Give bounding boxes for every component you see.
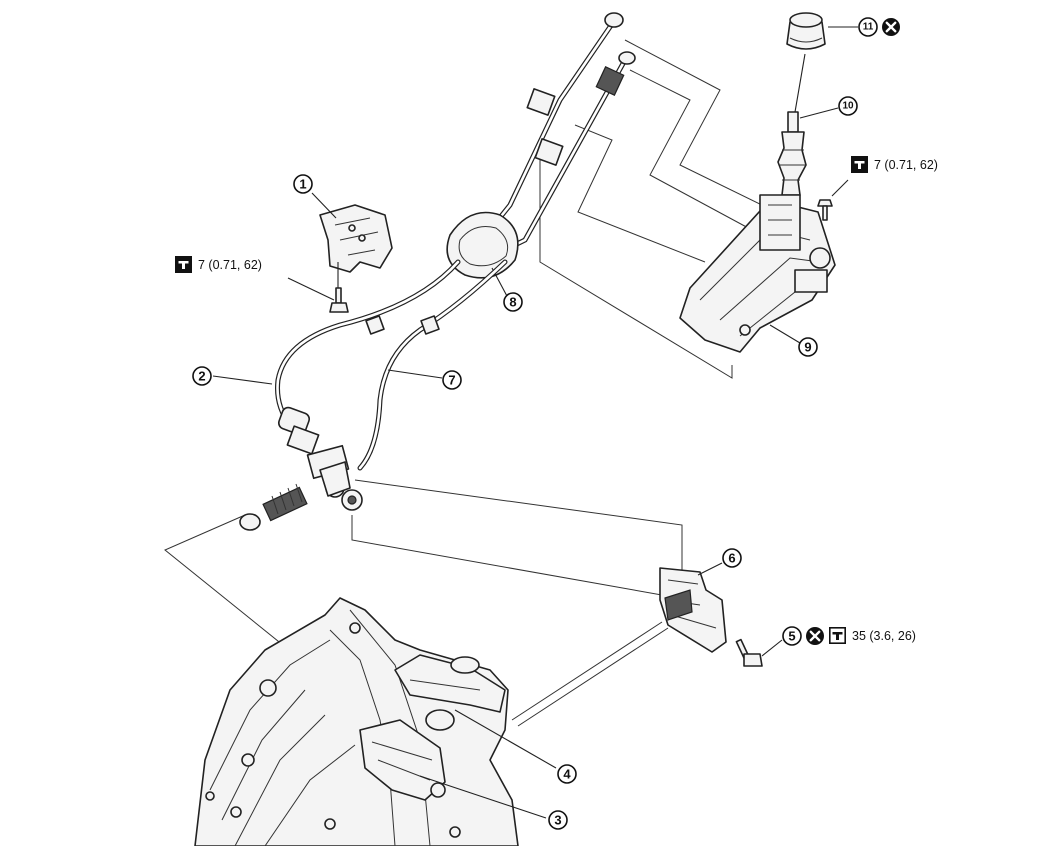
callout-1: 1 bbox=[293, 174, 313, 194]
select-cable bbox=[357, 259, 508, 471]
torque-wrench-icon bbox=[175, 256, 192, 273]
callout-8-label: 8 bbox=[509, 295, 516, 310]
callout-11: 11 bbox=[858, 17, 878, 37]
callout-8: 8 bbox=[503, 292, 523, 312]
callout-1-label: 1 bbox=[299, 177, 306, 192]
torque-spec-bottom-right-value: 35 (3.6, 26) bbox=[852, 629, 916, 643]
non-reusable-x-icon bbox=[880, 16, 902, 38]
callout-4-label: 4 bbox=[563, 767, 571, 782]
transaxle-cable-bracket bbox=[511, 562, 727, 727]
callout-6: 6 bbox=[722, 548, 742, 568]
bolt-upper-right bbox=[817, 179, 849, 221]
callout-7: 7 bbox=[442, 370, 462, 390]
transaxle-select-lever bbox=[359, 719, 547, 819]
alignment-lines bbox=[164, 39, 773, 821]
control-device-assembly bbox=[679, 194, 836, 353]
callout-11-label: 11 bbox=[863, 22, 874, 33]
callout-6-label: 6 bbox=[728, 551, 735, 566]
callout-2: 2 bbox=[192, 366, 212, 386]
torque-wrench-icon bbox=[828, 626, 847, 645]
non-reusable-x-icon bbox=[804, 625, 826, 647]
callout-10-label: 10 bbox=[842, 101, 854, 112]
callout-3: 3 bbox=[548, 810, 568, 830]
shift-lever-boot bbox=[777, 107, 839, 196]
torque-spec-left-value: 7 (0.71, 62) bbox=[198, 258, 262, 272]
callout-7-label: 7 bbox=[448, 373, 455, 388]
callout-4: 4 bbox=[557, 764, 577, 784]
shift-knob bbox=[786, 12, 858, 113]
torque-spec-bottom-right: 35 (3.6, 26) bbox=[828, 626, 916, 645]
transaxle-case bbox=[194, 597, 519, 846]
callout-10: 10 bbox=[838, 96, 858, 116]
transaxle-shift-lever bbox=[394, 654, 557, 769]
callout-5-label: 5 bbox=[788, 629, 795, 644]
callout-5: 5 bbox=[782, 626, 802, 646]
torque-spec-upper-right: 7 (0.71, 62) bbox=[851, 156, 938, 173]
callout-9: 9 bbox=[798, 337, 818, 357]
cable-bracket bbox=[311, 192, 393, 298]
torque-spec-left: 7 (0.71, 62) bbox=[175, 256, 262, 273]
cable-end-fittings bbox=[239, 406, 363, 531]
torque-spec-upper-right-value: 7 (0.71, 62) bbox=[874, 158, 938, 172]
bolt-bottom-right bbox=[735, 638, 783, 667]
bolt-left bbox=[287, 277, 349, 313]
shift-cable bbox=[212, 259, 461, 428]
callout-9-label: 9 bbox=[804, 340, 811, 355]
callout-3-label: 3 bbox=[554, 813, 561, 828]
callout-2-label: 2 bbox=[198, 369, 205, 384]
torque-wrench-icon bbox=[851, 156, 868, 173]
